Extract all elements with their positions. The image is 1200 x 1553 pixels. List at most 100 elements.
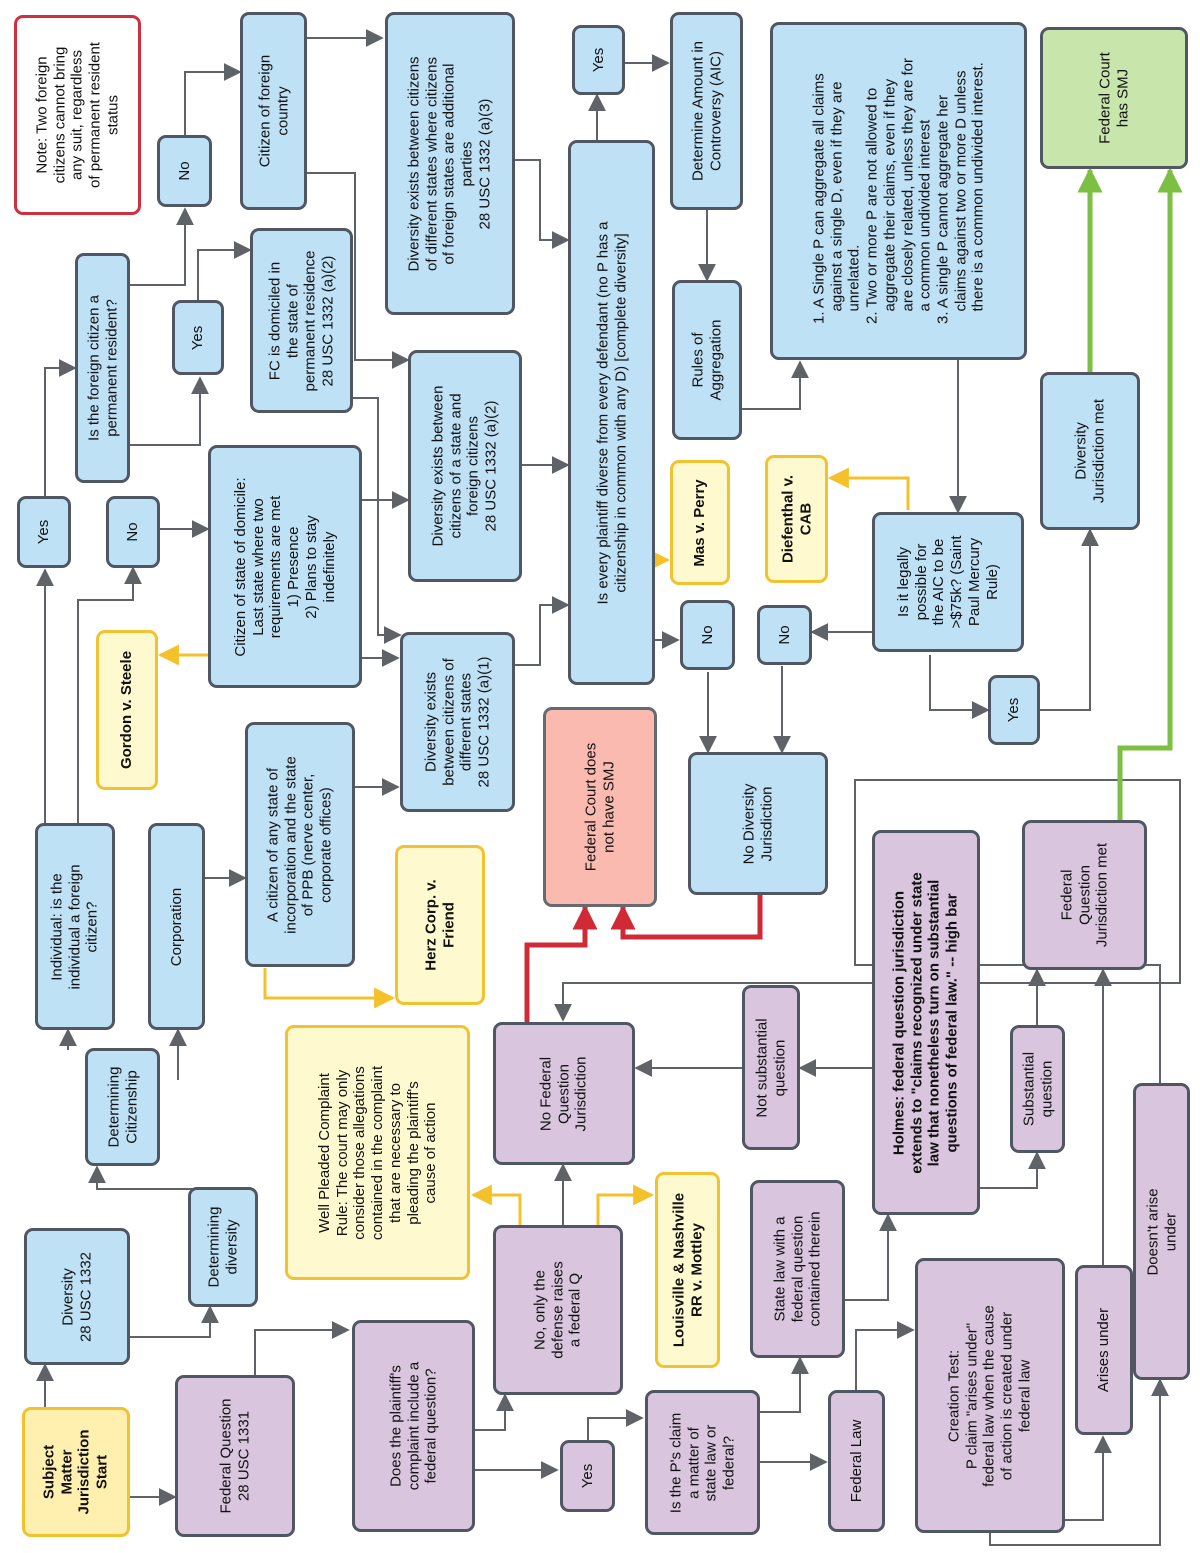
corporation-text: Corporation bbox=[167, 887, 185, 966]
state-law-text: State law with a federal question contai… bbox=[770, 1211, 824, 1327]
edge-diversity-to-det-div bbox=[130, 1305, 219, 1338]
edge-nodef-to-louisville bbox=[596, 1184, 655, 1225]
no-complete-text: No bbox=[698, 625, 716, 645]
legal-possible-node: Is it legally possible for the AIC to be… bbox=[872, 512, 1024, 652]
diversity-node: Diversity 28 USC 1332 bbox=[24, 1228, 130, 1365]
note-node: Note: Two foreign citizens cannot bring … bbox=[14, 15, 141, 215]
edge-fqjmet-to-smj bbox=[1117, 167, 1183, 820]
arises-under-node: Arises under bbox=[1075, 1265, 1133, 1435]
aggregation-rules-node: 1. A Single P can aggregate all claims a… bbox=[770, 22, 1027, 360]
herz-case-text: Herz Corp. v. Friend bbox=[422, 879, 457, 971]
does-fq-text: Does the plaintiff's complaint include a… bbox=[386, 1361, 440, 1491]
no-foreign-citizen-text: No bbox=[124, 522, 142, 542]
no-fq-jurisdiction-text: No Federal Question Jurisdiction bbox=[537, 1055, 590, 1132]
no-foreign-citizen-node: No bbox=[106, 496, 160, 568]
edge-perm-to-yes bbox=[130, 376, 209, 446]
yes-complete-text: Yes bbox=[589, 47, 607, 73]
edge-div-a3-to-complete bbox=[515, 159, 570, 249]
rules-aggregation-node: Rules of Aggregation bbox=[672, 280, 742, 440]
edge-nodef-to-wellpleaded bbox=[470, 1184, 522, 1225]
edge-nofqj-to-nosmj bbox=[524, 904, 598, 1022]
complete-diversity-text: Is every plaintiff diverse from every de… bbox=[593, 221, 629, 604]
no-permanent-node: No bbox=[157, 135, 212, 207]
p-claim-node: Is the P's claim a matter of state law o… bbox=[645, 1390, 760, 1535]
edge-fq-to-does bbox=[254, 1321, 350, 1375]
edge-nodiv-to-nosmj bbox=[610, 895, 763, 940]
defense-only-text: No, only the defense raises a federal Q bbox=[531, 1261, 584, 1359]
holmes-node: Holmes: federal question jurisdiction ex… bbox=[872, 830, 980, 1215]
mas-case-node: Mas v. Perry bbox=[670, 460, 730, 585]
start-text: Subject Matter Jurisdiction Start bbox=[40, 1429, 111, 1515]
fc-domiciled-node: FC is domiciled in the state of permanen… bbox=[250, 228, 353, 413]
not-substantial-node: Not substantial question bbox=[742, 985, 800, 1150]
no-legal-node: No bbox=[757, 605, 812, 665]
federal-question-node: Federal Question 28 USC 1331 bbox=[175, 1375, 295, 1537]
corp-citizen-node: A citizen of any state of incorporation … bbox=[245, 722, 355, 967]
creation-test-text: Creation Test: P claim "arises under" fe… bbox=[945, 1304, 1034, 1487]
edge-creation-to-doesnt bbox=[989, 1378, 1169, 1546]
yes-fq-text: Yes bbox=[578, 1463, 596, 1489]
permanent-resident-node: Is the foreign citizen a permanent resid… bbox=[75, 253, 130, 483]
edge-yes-to-perm bbox=[44, 359, 77, 496]
edge-yes-to-pclaim bbox=[587, 1409, 644, 1440]
diversity-a2-node: Diversity exists between citizens of a s… bbox=[408, 350, 522, 582]
edge-indiv-to-no bbox=[77, 566, 142, 823]
edge-corpcit-to-herz bbox=[263, 968, 396, 1009]
no-diversity-text: No Diversity Jurisdiction bbox=[740, 783, 775, 864]
louisville-case-text: Louisville & Nashville RR v. Mottley bbox=[669, 1192, 705, 1348]
yes-complete-node: Yes bbox=[572, 25, 625, 95]
federal-question-text: Federal Question 28 USC 1331 bbox=[217, 1398, 252, 1514]
louisville-case-node: Louisville & Nashville RR v. Mottley bbox=[655, 1172, 720, 1368]
edge-fedlaw-to-creation bbox=[855, 1321, 915, 1390]
does-fq-node: Does the plaintiff's complaint include a… bbox=[352, 1320, 475, 1532]
edge-creation-to-arises bbox=[1064, 1435, 1112, 1521]
start-node: Subject Matter Jurisdiction Start bbox=[22, 1407, 130, 1537]
foreign-country-text: Citizen of foreign country bbox=[255, 54, 291, 168]
defense-only-node: No, only the defense raises a federal Q bbox=[493, 1225, 623, 1395]
yes-legal-node: Yes bbox=[988, 675, 1040, 745]
edge-fcdom-to-div-a1 bbox=[353, 397, 402, 644]
federal-law-node: Federal Law bbox=[828, 1390, 885, 1532]
federal-law-text: Federal Law bbox=[847, 1419, 865, 1503]
yes-foreign-citizen-node: Yes bbox=[17, 496, 71, 568]
diversity-a2-text: Diversity exists between citizens of a s… bbox=[429, 385, 500, 547]
no-legal-text: No bbox=[775, 625, 793, 645]
permanent-resident-text: Is the foreign citizen a permanent resid… bbox=[84, 295, 120, 441]
diversity-a1-text: Diversity exists between citizens of dif… bbox=[422, 656, 493, 788]
corporation-node: Corporation bbox=[148, 823, 205, 1030]
individual-node: Individual: is the individual a foreign … bbox=[35, 823, 115, 1030]
complete-diversity-node: Is every plaintiff diverse from every de… bbox=[568, 140, 655, 685]
edge-legal-to-diefenthal bbox=[827, 467, 910, 510]
diversity-a3-text: Diversity exists between citizens of dif… bbox=[405, 55, 494, 272]
amount-controversy-node: Determine Amount in Controversy (AIC) bbox=[670, 12, 743, 210]
fq-jurisdiction-met-node: Federal Question Jurisdiction met bbox=[1022, 820, 1147, 970]
creation-test-node: Creation Test: P claim "arises under" fe… bbox=[915, 1258, 1065, 1533]
yes-fq-node: Yes bbox=[560, 1440, 615, 1512]
aggregation-rules-text: 1. A Single P can aggregate all claims a… bbox=[809, 58, 987, 324]
rules-aggregation-text: Rules of Aggregation bbox=[689, 319, 724, 401]
no-fq-jurisdiction-node: No Federal Question Jurisdiction bbox=[493, 1022, 635, 1165]
domicile-node: Citizen of state of domicile: Last state… bbox=[208, 445, 362, 688]
determining-citizenship-node: Determining Citizenship bbox=[85, 1048, 160, 1166]
edge-statelaw-to-holmes bbox=[845, 1213, 897, 1301]
yes-permanent-node: Yes bbox=[172, 300, 224, 375]
diefenthal-case-node: Diefenthal v. CAB bbox=[765, 455, 828, 583]
domicile-text: Citizen of state of domicile: Last state… bbox=[231, 476, 338, 657]
federal-no-smj-text: Federal Court does not have SMJ bbox=[582, 742, 617, 872]
edge-foreign-to-div-a2 bbox=[307, 172, 410, 369]
no-complete-node: No bbox=[680, 600, 735, 670]
determining-citizenship-text: Determining Citizenship bbox=[104, 1066, 140, 1148]
diversity-a3-node: Diversity exists between citizens of dif… bbox=[385, 12, 515, 315]
yes-foreign-citizen-text: Yes bbox=[35, 519, 53, 545]
diversity-a1-node: Diversity exists between citizens of dif… bbox=[400, 632, 515, 812]
edge-div-a1-to-complete bbox=[515, 596, 570, 666]
mas-case-text: Mas v. Perry bbox=[691, 478, 709, 567]
p-claim-text: Is the P's claim a matter of state law o… bbox=[667, 1412, 738, 1513]
legal-possible-text: Is it legally possible for the AIC to be… bbox=[894, 535, 1001, 629]
amount-controversy-text: Determine Amount in Controversy (AIC) bbox=[688, 40, 724, 182]
no-permanent-text: No bbox=[175, 161, 193, 181]
federal-has-smj-node: Federal Court has SMJ bbox=[1040, 27, 1188, 169]
doesnt-arise-node: Doesn't arise under bbox=[1133, 1083, 1190, 1380]
state-law-node: State law with a federal question contai… bbox=[750, 1180, 845, 1358]
